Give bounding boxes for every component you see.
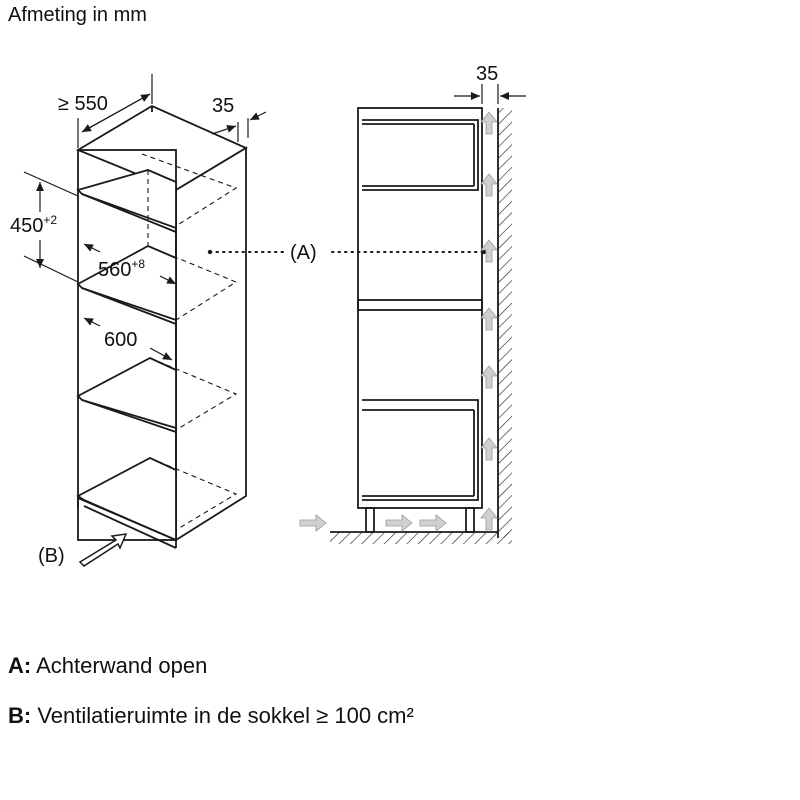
dim-side-gap (211, 111, 267, 142)
cabinet-front-frame (77, 149, 177, 541)
airflow-arrow (480, 307, 498, 331)
marker-b: (B) (38, 545, 65, 567)
label-niche-height: 450+2 (10, 213, 57, 237)
airflow-arrow (419, 514, 447, 532)
airflow-arrow (480, 239, 498, 263)
shelf-4 (76, 456, 177, 542)
airflow-arrow (480, 173, 498, 197)
shelf-3 (76, 356, 177, 430)
cabinet-side-panel (175, 146, 247, 542)
label-rear-gap: 35 (476, 63, 498, 85)
shelf-2 (76, 245, 177, 322)
marker-a: (A) (290, 242, 317, 264)
dim-niche-width (83, 243, 177, 285)
legend-item-a: A: Achterwand open (8, 653, 207, 679)
legend-key-a: A: (8, 653, 32, 678)
airflow-arrow (480, 365, 498, 389)
legend-key-b: B: (8, 703, 32, 728)
cabinet-section (357, 107, 483, 533)
rear-wall (497, 108, 512, 538)
legend-text-b: Ventilatieruimte in de sokkel ≥ 100 cm² (37, 703, 414, 728)
airflow-arrow (299, 514, 327, 532)
dim-niche-height (23, 171, 79, 283)
airflow-arrow (480, 437, 498, 461)
diagram-title: Afmeting in mm (8, 4, 147, 26)
label-cabinet-width: 600 (104, 329, 137, 351)
dim-cabinet-width (83, 317, 173, 361)
airflow-arrows (299, 111, 498, 532)
floor (330, 531, 512, 544)
label-depth-min: ≥ 550 (58, 93, 108, 115)
dim-rear-gap (454, 84, 526, 104)
section-outline (357, 107, 483, 509)
cabinet-shelves (76, 169, 177, 542)
legend-text-a: Achterwand open (36, 653, 208, 678)
label-niche-width: 560+8 (98, 257, 145, 281)
legend-item-b: B: Ventilatieruimte in de sokkel ≥ 100 c… (8, 703, 414, 729)
airflow-arrow (385, 514, 413, 532)
plinth-vent-arrow (78, 533, 128, 567)
label-side-gap: 35 (212, 95, 234, 117)
cabinet-perspective (75, 104, 248, 549)
dim-depth (77, 74, 153, 148)
shelf-1 (76, 169, 177, 230)
cabinet-hidden-lines (141, 153, 238, 531)
airflow-arrow (480, 111, 498, 135)
airflow-arrow (480, 507, 498, 531)
